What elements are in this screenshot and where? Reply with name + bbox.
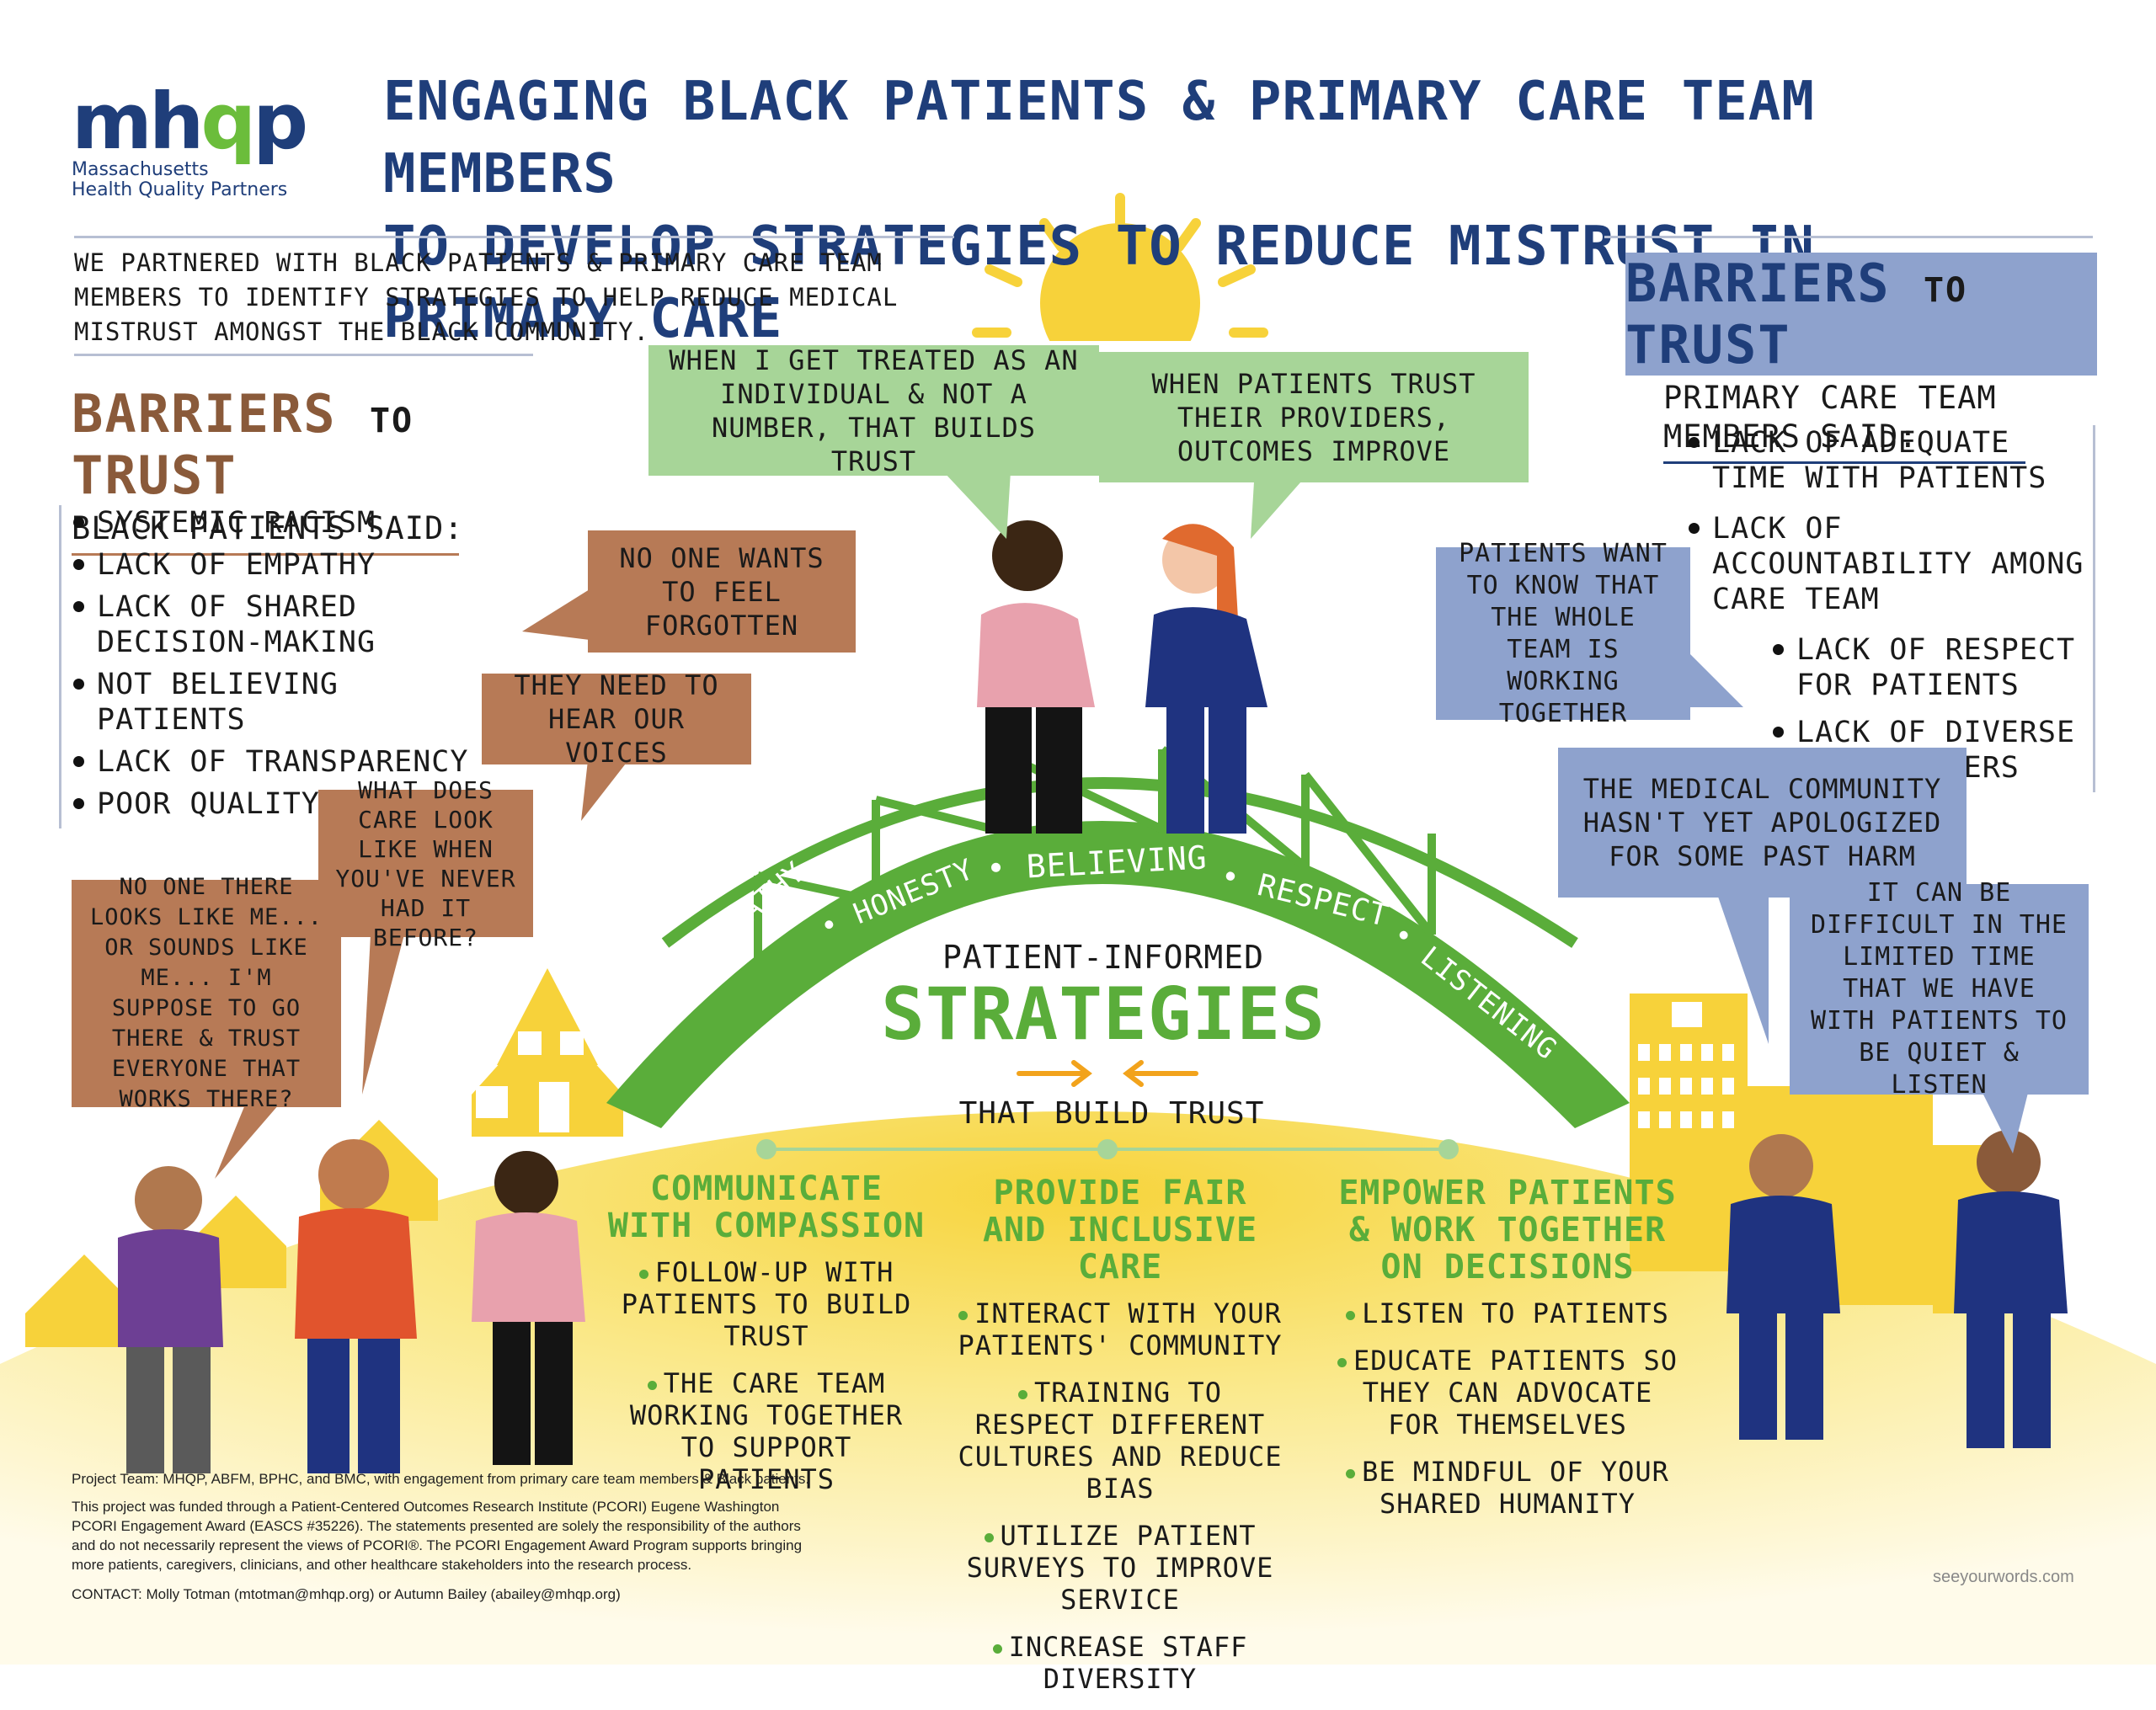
left-barriers-list-wrap: SYSTEMIC RACISM LACK OF EMPATHY LACK OF … <box>59 505 494 828</box>
list-item: LACK OF ADEQUATE TIME WITH PATIENTS <box>1689 425 2084 496</box>
strategy-col-title: EMPOWER PATIENTS & WORK TOGETHER ON DECI… <box>1338 1174 1677 1286</box>
strategy-col-fair-care: PROVIDE FAIR AND INCLUSIVE CARE INTERACT… <box>952 1175 1289 1710</box>
footer-funding-4: more patients, caregivers, clinicians, a… <box>72 1557 692 1573</box>
logo-org-line2: Health Quality Partners <box>72 179 288 200</box>
strategy-col-title: PROVIDE FAIR AND INCLUSIVE CARE <box>982 1174 1258 1286</box>
footer-contact: CONTACT: Molly Totman (mtotman@mhqp.org)… <box>72 1586 621 1602</box>
bubble-hear-our-voices: THEY NEED TO HEAR OUR VOICES <box>482 669 751 769</box>
list-item: UTILIZE PATIENT SURVEYS TO IMPROVE SERVI… <box>966 1520 1274 1616</box>
list-item: LACK OF ACCOUNTABILITY AMONG CARE TEAM <box>1689 511 2084 617</box>
left-barriers-subheading: BLACK PATIENTS SAID: <box>72 510 464 546</box>
list-item: THE CARE TEAM WORKING TOGETHER TO SUPPOR… <box>629 1367 904 1495</box>
footer-credit: seeyourwords.com <box>1933 1568 2074 1586</box>
list-item: LISTEN TO PATIENTS <box>1331 1297 1684 1329</box>
bubble-apologized: THE MEDICAL COMMUNITY HASN'T YET APOLOGI… <box>1558 748 1967 898</box>
footer-funding-1: This project was funded through a Patien… <box>72 1499 780 1515</box>
bubble-looks-like-me: NO ONE THERE LOOKS LIKE ME... OR SOUNDS … <box>72 874 341 1112</box>
left-patients <box>118 1139 585 1473</box>
left-barriers-list: SYSTEMIC RACISM LACK OF EMPATHY LACK OF … <box>73 505 494 822</box>
background-illustration <box>0 193 2156 1665</box>
strategy-col-title: COMMUNICATE WITH COMPASSION <box>607 1169 926 1245</box>
list-item: FOLLOW-UP WITH PATIENTS TO BUILD TRUST <box>621 1256 912 1352</box>
list-item: EDUCATE PATIENTS SO THEY CAN ADVOCATE FO… <box>1331 1345 1684 1441</box>
right-barriers-list-wrap: LACK OF ADEQUATE TIME WITH PATIENTS LACK… <box>1689 425 2095 792</box>
patient-figure <box>977 520 1095 834</box>
footer-funding-3: and do not necessarily represent the vie… <box>72 1537 803 1553</box>
list-item: SYSTEMIC RACISM <box>73 505 494 541</box>
bubble-treated-as-individual: WHEN I GET TREATED AS AN INDIVIDUAL & NO… <box>648 344 1099 477</box>
right-barriers-section: BARRIERS TO TRUST PRIMARY CARE TEAM MEMB… <box>1625 253 2097 464</box>
list-item: TRAINING TO RESPECT DIFFERENT CULTURES A… <box>958 1377 1283 1505</box>
list-item: LACK OF TRANSPARENCY <box>73 744 494 780</box>
strategy-col-empower: EMPOWER PATIENTS & WORK TOGETHER ON DECI… <box>1331 1175 1684 1535</box>
strategies-post-label: THAT BUILD TRUST <box>958 1096 1265 1131</box>
right-providers <box>1726 1130 2068 1448</box>
footer-notes: Project Team: MHQP, ABFM, BPHC, and BMC,… <box>72 1469 872 1604</box>
mhqp-logo: mhqp Massachusetts Health Quality Partne… <box>72 77 341 202</box>
logo-org-line1: Massachusetts <box>72 159 209 180</box>
list-item: LACK OF RESPECT FOR PATIENTS <box>1773 632 2084 703</box>
bubble-never-had-care: WHAT DOES CARE LOOK LIKE WHEN YOU'VE NEV… <box>318 776 533 951</box>
right-barriers-subheading: PRIMARY CARE TEAM MEMBERS SAID: <box>1663 380 1997 455</box>
title-line-2: TO DEVELOP STRATEGIES TO REDUCE MISTRUST… <box>383 216 1815 350</box>
list-item: LACK OF EMPATHY <box>73 547 494 583</box>
left-subheading-underline <box>72 553 459 556</box>
page-title: ENGAGING BLACK PATIENTS & PRIMARY CARE T… <box>383 66 2068 355</box>
bubble-feel-forgotten: NO ONE WANTS TO FEEL FORGOTTEN <box>588 530 856 653</box>
bubble-whole-team: PATIENTS WANT TO KNOW THAT THE WHOLE TEA… <box>1436 539 1690 728</box>
title-line-1: ENGAGING BLACK PATIENTS & PRIMARY CARE T… <box>383 71 1815 205</box>
list-item: INCREASE STAFF DIVERSITY <box>952 1631 1289 1695</box>
intro-text: WE PARTNERED WITH BLACK PATIENTS & PRIMA… <box>74 248 899 346</box>
list-item: BE MINDFUL OF YOUR SHARED HUMANITY <box>1331 1456 1684 1520</box>
provider-figure <box>1145 524 1267 834</box>
header-divider-right <box>1604 236 2093 238</box>
footer-funding-2: PCORI Engagement Award (EASCS #35226). T… <box>72 1518 801 1534</box>
list-item: INTERACT WITH YOUR PATIENTS' COMMUNITY <box>958 1297 1283 1361</box>
left-barriers-section: BARRIERS TO TRUST BLACK PATIENTS SAID: <box>72 383 543 573</box>
right-barriers-list: LACK OF ADEQUATE TIME WITH PATIENTS LACK… <box>1689 425 2084 786</box>
intro-divider <box>74 354 533 356</box>
strategies-title: STRATEGIES <box>881 972 1326 1057</box>
strategy-col-communicate: COMMUNICATE WITH COMPASSION FOLLOW-UP WI… <box>606 1170 926 1510</box>
bubble-limited-time: IT CAN BE DIFFICULT IN THE LIMITED TIME … <box>1790 878 2089 1100</box>
list-item: NOT BELIEVING PATIENTS <box>73 667 494 738</box>
strategies-pre-label: PATIENT-INFORMED <box>942 939 1265 976</box>
logo-mark: mhqp <box>72 77 308 167</box>
header-divider-left <box>74 236 954 238</box>
list-item: LACK OF SHARED DECISION-MAKING <box>73 589 494 660</box>
footer-project-team: Project Team: MHQP, ABFM, BPHC, and BMC,… <box>72 1471 810 1487</box>
right-barriers-heading: BARRIERS TO TRUST <box>1625 253 2097 376</box>
right-subheading-underline <box>1663 461 2025 464</box>
left-barriers-heading: BARRIERS TO TRUST <box>72 383 414 506</box>
bubble-outcomes-improve: WHEN PATIENTS TRUST THEIR PROVIDERS, OUT… <box>1099 352 1529 482</box>
